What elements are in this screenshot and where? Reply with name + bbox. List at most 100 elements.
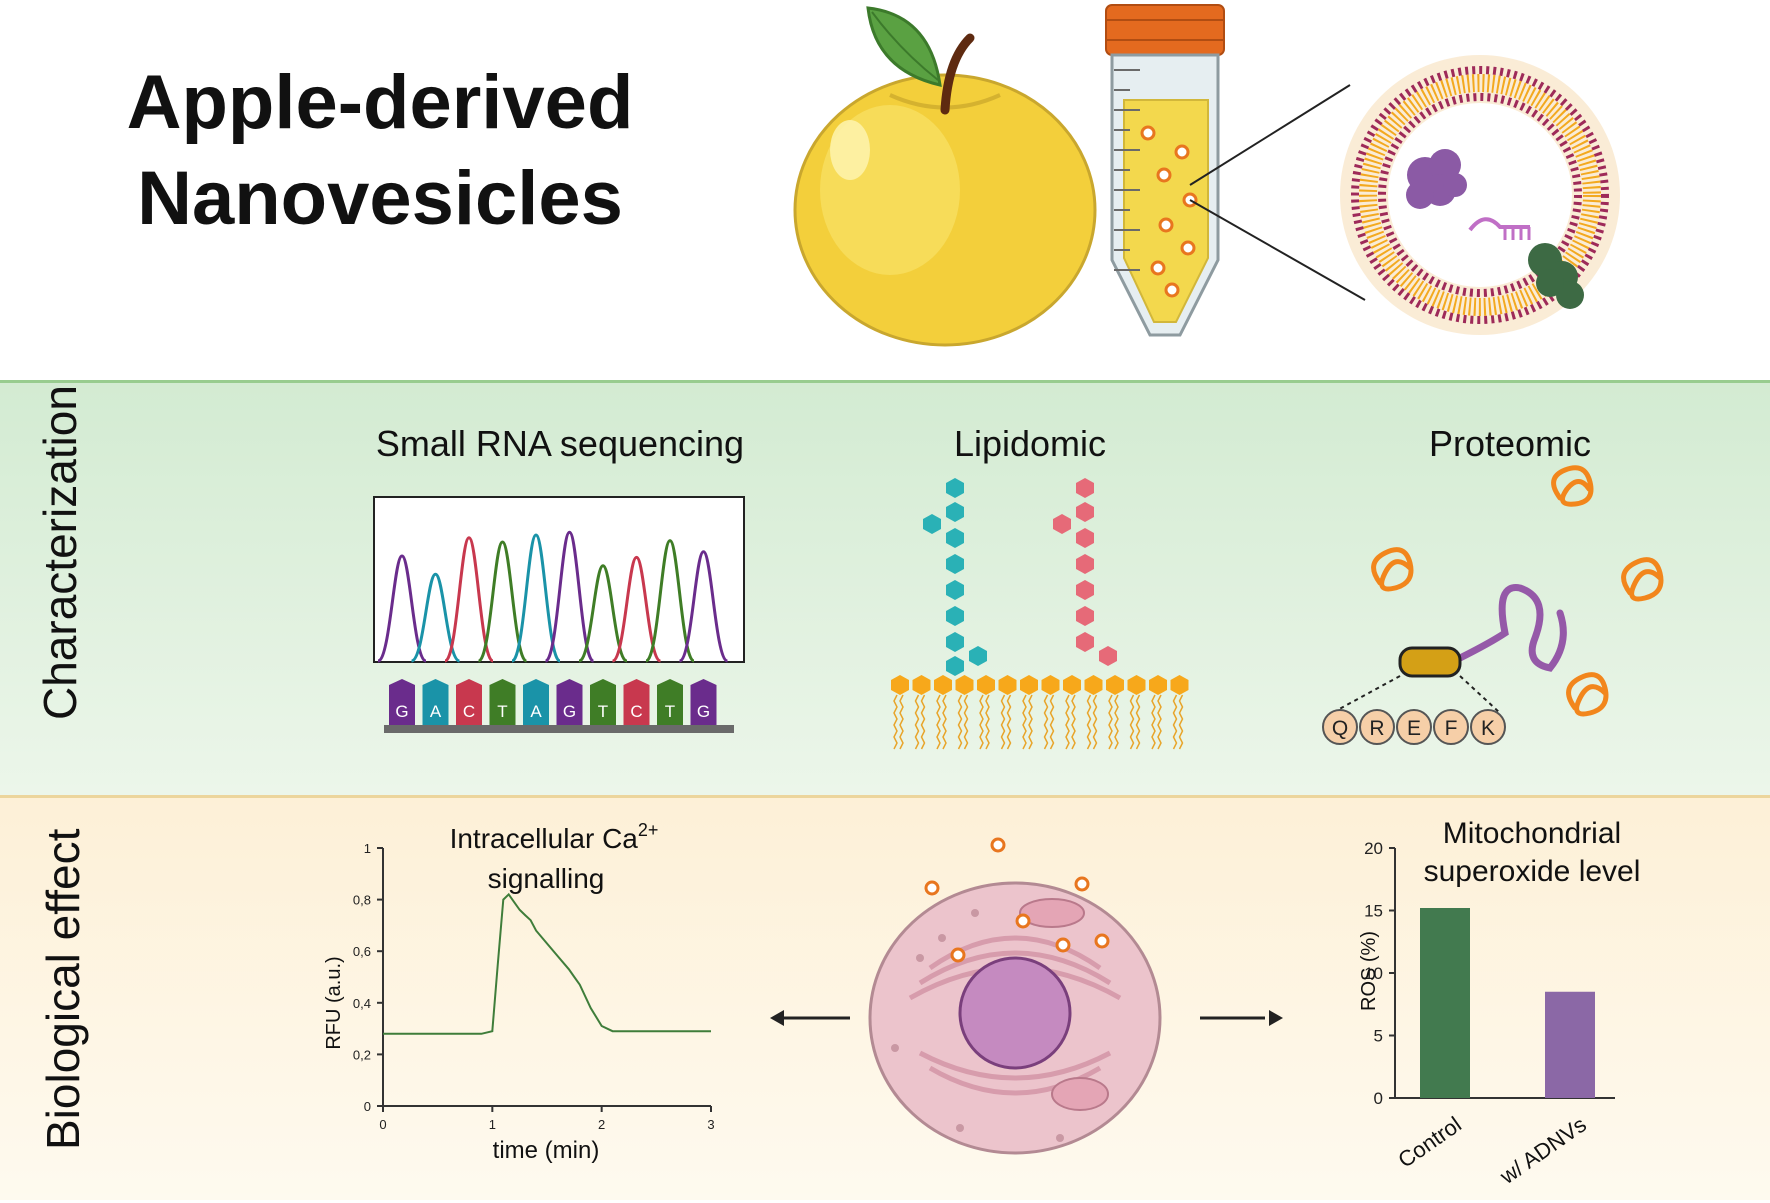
bar-y-tick-label: 15 [1364,902,1383,921]
lipid-tail [1157,694,1162,750]
chromatogram-peak [477,540,528,663]
lipid-head [1106,675,1124,695]
line-chart-ylabel: RFU (a.u.) [323,956,345,1049]
nucleotide-letter: G [697,702,710,721]
lipid-head [934,675,952,695]
nucleotide-block [590,679,616,725]
y-tick-label: 0,6 [353,944,371,959]
y-tick-label: 1 [364,841,371,856]
lipid-tail [936,694,941,750]
amino-acid-letter: R [1369,717,1384,740]
lipid-tail [1108,694,1113,750]
ros-bar [1420,908,1470,1098]
amino-acid-circle [1470,709,1506,745]
lipid-tail [1092,694,1098,750]
bar-category-label: w/ ADNVs [1495,1112,1591,1190]
bar-y-tick-label: 10 [1364,964,1383,983]
lipid-tail [1043,694,1049,750]
characterization-label: Characterization [34,385,86,720]
lipid-head [1170,675,1189,695]
x-tick-label: 2 [598,1117,605,1132]
lipid-tail [1178,694,1184,750]
ros-bar [1545,991,1595,1098]
y-tick-label: 0,8 [353,893,371,908]
chromatogram-peak [678,550,729,663]
amino-acid-letter: F [1445,717,1458,740]
title-line-2: Nanovesicles [137,156,623,241]
nucleotide-letter: T [665,702,675,721]
y-tick-label: 0,4 [353,996,371,1011]
bar-y-tick-label: 0 [1374,1089,1383,1108]
biological-effect-panel: Biological effect Intracellular Ca2+ sig… [0,795,1770,1200]
lipid-tail [1135,694,1141,750]
lipid-head [1127,675,1146,695]
lipid-tail [1000,694,1006,750]
lipid-head [1041,675,1060,695]
lipid-tail [1022,694,1027,750]
chromatogram-peak [644,539,696,663]
lipid-tail [963,694,969,750]
tube-illustration [1105,4,1225,337]
lipid-head [1020,675,1038,695]
apple-illustration [793,6,1097,347]
lipid-head [912,675,931,695]
amino-acid-circle [1322,709,1358,745]
nucleotide-block [657,679,683,725]
nucleotide-block [623,679,650,725]
chromatogram-peak [443,536,495,663]
chromatogram-peak [377,554,427,663]
nucleotide-block [556,679,583,725]
rna-seq-title: Small RNA sequencing [375,423,745,464]
bar-chart-title-line2: superoxide level [1424,855,1641,888]
proteomic-title: Proteomic [1428,423,1592,464]
nucleotide-letter: A [530,702,542,721]
nucleotide-block [690,679,717,725]
lipid-tail [979,694,984,750]
cell-illustration [770,837,1265,1155]
lipid-tail [957,694,963,750]
lipid-head [955,675,974,695]
chromatogram-peak [578,564,628,663]
right-arrowhead [1269,1010,1283,1026]
lipid-tail [1071,694,1076,750]
lipid-head [1084,675,1103,695]
amino-acid-circle [1396,709,1432,745]
lipid-illustration [891,478,1189,750]
ros-bar-chart: Mitochondrial superoxide level 05101520C… [1358,817,1641,1190]
lipid-head [1149,675,1167,695]
amino-acid-letter: Q [1332,717,1348,740]
title-line-1: Apple-derived [126,60,634,145]
y-tick-label: 0,2 [353,1047,371,1062]
lipid-head [891,675,909,695]
lipid-head [977,675,995,695]
lipid-tail [920,694,926,750]
amino-acid-letter: E [1407,717,1421,740]
line-chart-title: Intracellular Ca2+ [450,820,659,854]
lipid-tail [899,694,904,750]
line-chart-xlabel: time (min) [493,1137,600,1164]
lipid-tail [1028,694,1033,750]
amino-acid-circle [1359,709,1395,745]
lipid-tail [1172,694,1178,750]
lipid-tail [914,694,920,750]
nucleotide-block [422,679,449,725]
nucleotide-block [523,679,549,725]
characterization-panel: Characterization Small RNA sequencing Li… [0,380,1770,795]
nucleotide-block [456,679,482,725]
line-chart-title-line2: signalling [488,863,605,894]
lipidomic-title: Lipidomic [953,423,1107,464]
lipid-tail [1086,694,1092,750]
y-tick-label: 0 [364,1099,371,1114]
x-tick-label: 0 [379,1117,386,1132]
chromatogram-peak [410,572,461,663]
bar-chart-title-line1: Mitochondrial [1443,817,1621,850]
nucleotide-letter: C [630,702,642,721]
zoom-lines [1189,84,1366,301]
x-tick-label: 1 [489,1117,496,1132]
lipid-tail [985,694,990,750]
chromatogram-peak [544,530,595,663]
bar-y-tick-label: 20 [1364,839,1383,858]
lipid-tail [1006,694,1012,750]
